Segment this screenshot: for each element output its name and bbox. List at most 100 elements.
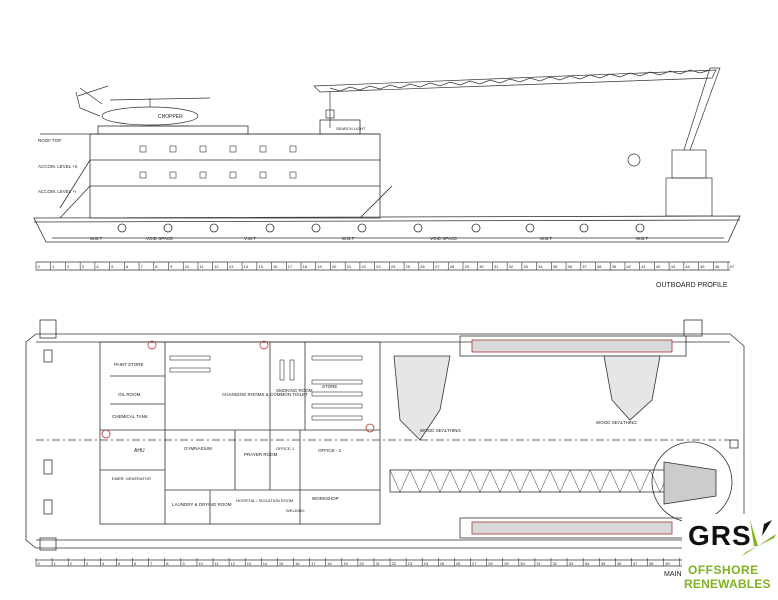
wood-sealing-area xyxy=(603,355,661,421)
frame-number: 33 xyxy=(523,264,528,269)
wood-sealing-label: WOOD SEALTHING xyxy=(420,428,461,433)
frame-number: 20 xyxy=(332,264,337,269)
helideck xyxy=(97,125,249,135)
frame-number: 16 xyxy=(295,561,300,566)
stairs xyxy=(59,159,393,219)
frame-number: 45 xyxy=(700,264,705,269)
room-label: SMOKING ROOM xyxy=(276,388,313,393)
frame-number: 46 xyxy=(715,264,720,269)
crane-boom xyxy=(313,69,717,93)
frame-number: 22 xyxy=(392,561,397,566)
frame-number: 1 xyxy=(52,264,55,269)
frame-number: 3 xyxy=(86,561,89,566)
frame-number: 8 xyxy=(166,561,169,566)
room-label: EMER. GENERATOR xyxy=(112,476,151,481)
logo-background xyxy=(682,514,778,600)
frame-number: 27 xyxy=(435,264,440,269)
frame-number: 2 xyxy=(67,264,70,269)
frame-number: 13 xyxy=(247,561,252,566)
frame-number: 17 xyxy=(311,561,316,566)
room-label: WELDING xyxy=(286,508,305,513)
frame-number: 20 xyxy=(359,561,364,566)
frame-number: 40 xyxy=(626,264,631,269)
frame-number: 19 xyxy=(343,561,348,566)
frame-number: 23 xyxy=(408,561,413,566)
frame-number: 24 xyxy=(424,561,429,566)
frame-number: 39 xyxy=(612,264,617,269)
frame-number: 30 xyxy=(479,264,484,269)
hatch-upper xyxy=(459,335,687,357)
frame-number: 1 xyxy=(54,561,57,566)
frame-number: 0 xyxy=(38,561,41,566)
void-space-label: VOID SPACE xyxy=(430,236,457,241)
frame-number: 9 xyxy=(182,561,185,566)
frame-number: 26 xyxy=(420,264,425,269)
fenders xyxy=(117,223,645,233)
room-label: OFFICE-1 xyxy=(276,446,295,451)
room-label: HOSPITAL / ISOLATION ROOM xyxy=(236,498,293,503)
frame-number: 2 xyxy=(70,561,73,566)
frame-number: 25 xyxy=(406,264,411,269)
frame-number: 19 xyxy=(317,264,322,269)
room-label: LAUNDRY & DRYING ROOM xyxy=(172,502,232,507)
room-label: AHU xyxy=(134,448,145,454)
frame-number: 44 xyxy=(685,264,690,269)
frame-number: 6 xyxy=(126,264,129,269)
frame-number: 38 xyxy=(597,264,602,269)
helicopter xyxy=(75,85,211,127)
frame-number: 47 xyxy=(730,264,735,269)
room-label: WORKSHOP xyxy=(312,496,339,501)
outboard-profile xyxy=(33,67,741,271)
deckhouse-windows xyxy=(139,145,297,179)
frame-number: 34 xyxy=(538,264,543,269)
frame-number: 34 xyxy=(585,561,590,566)
tank-label: V.W.T xyxy=(244,236,256,241)
frame-number: 36 xyxy=(568,264,573,269)
wheelhouse xyxy=(319,119,361,135)
frame-number: 4 xyxy=(96,264,99,269)
wood-sealing-area xyxy=(393,355,451,441)
frame-number: 36 xyxy=(617,561,622,566)
frame-number: 4 xyxy=(102,561,105,566)
frame-number: 6 xyxy=(134,561,137,566)
frame-number: 5 xyxy=(118,561,121,566)
frame-number: 5 xyxy=(111,264,114,269)
frame-number: 29 xyxy=(504,561,509,566)
frame-number: 21 xyxy=(375,561,380,566)
deck-equipment xyxy=(39,319,739,555)
frame-number: 12 xyxy=(231,561,236,566)
frame-number: 29 xyxy=(464,264,469,269)
frame-number: 31 xyxy=(494,264,499,269)
frame-number: 16 xyxy=(273,264,278,269)
frame-number: 27 xyxy=(472,561,477,566)
frame-number: 31 xyxy=(536,561,541,566)
frame-number: 25 xyxy=(440,561,445,566)
roof-top-label: ROOF TOP xyxy=(38,138,61,143)
frame-number: 42 xyxy=(656,264,661,269)
frame-number: 3 xyxy=(82,264,85,269)
frame-number: 24 xyxy=(391,264,396,269)
frame-number: 9 xyxy=(170,264,173,269)
hull-outline xyxy=(33,215,741,243)
grs-logo: GRS OFFSHORE RENEWABLES xyxy=(682,508,778,600)
frame-number: 32 xyxy=(552,561,557,566)
frame-number: 33 xyxy=(569,561,574,566)
frame-number: 43 xyxy=(671,264,676,269)
frame-number: 10 xyxy=(198,561,203,566)
frame-number: 35 xyxy=(553,264,558,269)
main-deck-line xyxy=(33,219,741,223)
frame-number: 32 xyxy=(509,264,514,269)
store-shelves xyxy=(169,355,363,421)
logo-renewables-text: RENEWABLES xyxy=(684,577,771,591)
frame-number: 11 xyxy=(215,561,220,566)
frame-number: 26 xyxy=(456,561,461,566)
frame-number: 41 xyxy=(641,264,646,269)
wind-turbine-icon xyxy=(742,520,776,556)
frame-number: 28 xyxy=(450,264,455,269)
frame-number: 38 xyxy=(649,561,654,566)
room-label: PAINT STORE xyxy=(114,362,144,367)
room-label: OIL ROOM xyxy=(118,392,141,397)
frame-number: 28 xyxy=(488,561,493,566)
frame-number: 18 xyxy=(327,561,332,566)
